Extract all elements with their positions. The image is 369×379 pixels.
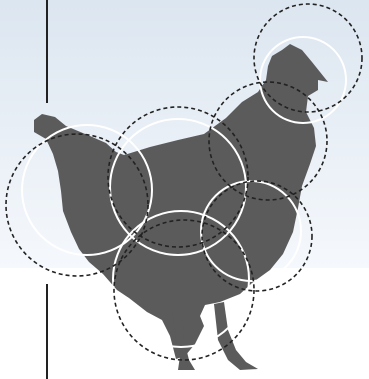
dashed-circle-wing [201, 180, 313, 292]
dashed-circle-thigh [113, 219, 255, 361]
dashed-circles [5, 3, 363, 361]
solid-circles [21, 36, 347, 348]
solid-circle-neck [259, 36, 347, 124]
dashed-circle-head [253, 3, 363, 113]
dashed-circle-back [5, 133, 149, 277]
chicken-right-leg [214, 302, 258, 370]
dashed-circle-neck [208, 81, 328, 201]
solid-circle-breast [109, 118, 247, 256]
dashed-circle-breast [107, 106, 249, 248]
solid-circle-thigh [112, 210, 250, 348]
solid-circle-back [21, 124, 153, 256]
chicken-left-leg [172, 308, 195, 370]
